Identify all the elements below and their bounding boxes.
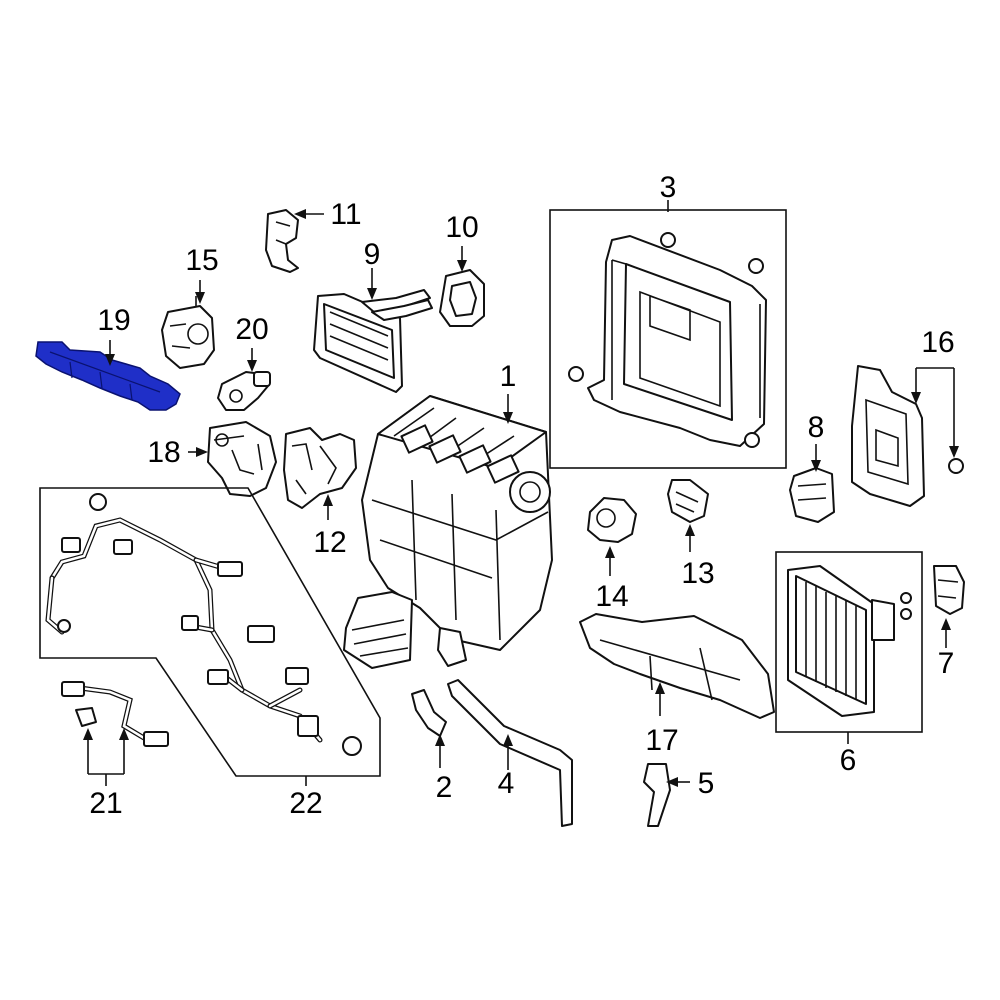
part-3[interactable]: [568, 232, 767, 448]
part-22-frame: [39, 487, 381, 777]
part-6[interactable]: [787, 565, 912, 717]
part-2[interactable]: [411, 689, 447, 737]
part-17[interactable]: [579, 613, 775, 719]
part-6-frame: [775, 551, 923, 733]
part-18[interactable]: [207, 421, 277, 497]
part-10[interactable]: [439, 269, 485, 327]
part-11[interactable]: [265, 209, 299, 273]
part-22[interactable]: [45, 493, 362, 756]
part-1[interactable]: [343, 395, 553, 669]
part-13[interactable]: [667, 479, 709, 523]
part-5[interactable]: [643, 763, 671, 827]
callout-13: 13: [681, 557, 714, 590]
callout-4: 4: [498, 767, 515, 800]
part-7[interactable]: [933, 565, 965, 615]
part-12[interactable]: [283, 427, 357, 509]
callout-5: 5: [698, 767, 715, 800]
callout-19: 19: [97, 304, 130, 337]
part-8[interactable]: [789, 467, 835, 523]
callout-labels: 1 2 3 4 5 6 7 8 9 10 11 12 13 14 15 16 1…: [89, 171, 954, 820]
callout-10: 10: [445, 211, 478, 244]
callout-16: 16: [921, 326, 954, 359]
part-16[interactable]: [851, 365, 964, 507]
part-14[interactable]: [587, 497, 637, 543]
callout-1: 1: [500, 360, 517, 393]
callout-17: 17: [645, 724, 678, 757]
callout-22: 22: [289, 787, 322, 820]
part-9[interactable]: [313, 289, 433, 393]
callout-18: 18: [147, 436, 180, 469]
callout-15: 15: [185, 244, 218, 277]
callout-3: 3: [660, 171, 677, 204]
part-4[interactable]: [447, 679, 573, 827]
part-19-highlighted[interactable]: [35, 341, 181, 411]
part-19-body: [35, 341, 181, 411]
callout-7: 7: [938, 647, 955, 680]
leader-lines: [83, 200, 959, 787]
callout-20: 20: [235, 313, 268, 346]
callout-11: 11: [330, 198, 361, 231]
callout-12: 12: [313, 526, 346, 559]
part-19-rib: [49, 351, 161, 401]
part-15[interactable]: [161, 296, 215, 369]
callout-8: 8: [808, 411, 825, 444]
callout-2: 2: [436, 771, 453, 804]
part-21[interactable]: [61, 681, 169, 747]
part-20[interactable]: [217, 371, 271, 411]
callout-21: 21: [89, 787, 122, 820]
callout-14: 14: [595, 580, 628, 613]
callout-9: 9: [364, 238, 381, 271]
callout-6: 6: [840, 744, 857, 777]
